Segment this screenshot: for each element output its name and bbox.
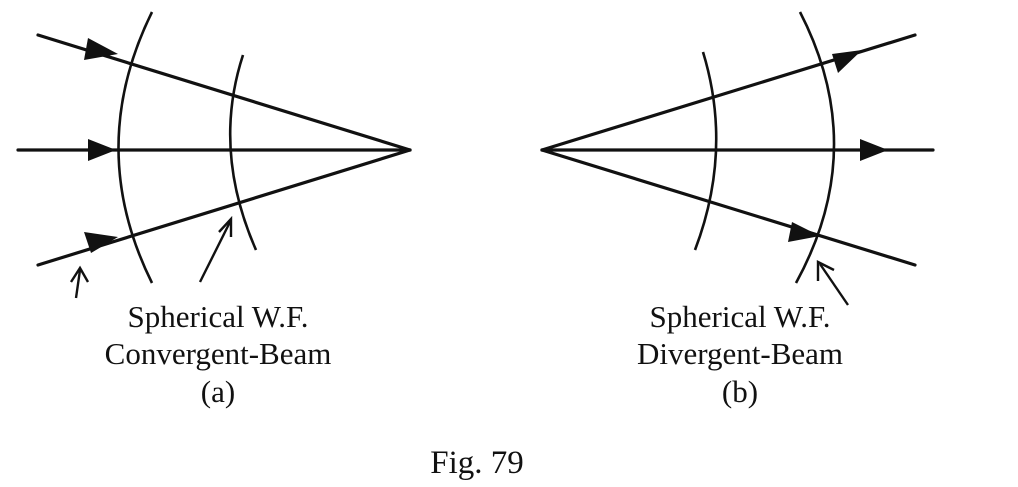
panel-b-wavefront-inner — [693, 51, 718, 251]
panel-b-label-line2: Divergent-Beam — [637, 336, 843, 371]
panel-b-ray-bottom — [540, 148, 917, 267]
panel-a-pointer-left-head — [69, 265, 90, 283]
panel-a-pointer-left — [74, 269, 82, 299]
figure-caption: Fig. 79 — [430, 445, 524, 481]
panel-a-arrow-axis — [88, 139, 116, 161]
panel-a-wavefront-outer — [117, 11, 154, 284]
panel-a-pointer-right-head — [218, 215, 233, 237]
panel-b-arrow-axis — [860, 139, 888, 161]
panel-b-arrow-top — [832, 50, 862, 73]
panel-a-wavefront-inner — [228, 54, 258, 251]
panel-b-pointer-head — [816, 260, 835, 281]
panel-b-tag: (b) — [722, 374, 758, 409]
panel-b-label-line1: Spherical W.F. — [650, 299, 831, 334]
panel-b-arrow-bottom — [788, 222, 820, 242]
panel-a-arrow-bottom — [84, 232, 118, 253]
panel-b-pointer — [819, 263, 849, 306]
panel-a-label-line2: Convergent-Beam — [105, 336, 332, 371]
panel-b-wavefront-outer — [794, 11, 836, 284]
panel-a-convergent: Spherical W.F. Convergent-Beam (a) — [16, 11, 412, 409]
panel-b-divergent: Spherical W.F. Divergent-Beam (b) — [540, 11, 935, 409]
panel-a-label-line1: Spherical W.F. — [128, 299, 309, 334]
panel-a-tag: (a) — [201, 374, 235, 409]
panel-a-pointer-right — [198, 221, 232, 283]
panel-a-arrow-top — [84, 38, 118, 60]
